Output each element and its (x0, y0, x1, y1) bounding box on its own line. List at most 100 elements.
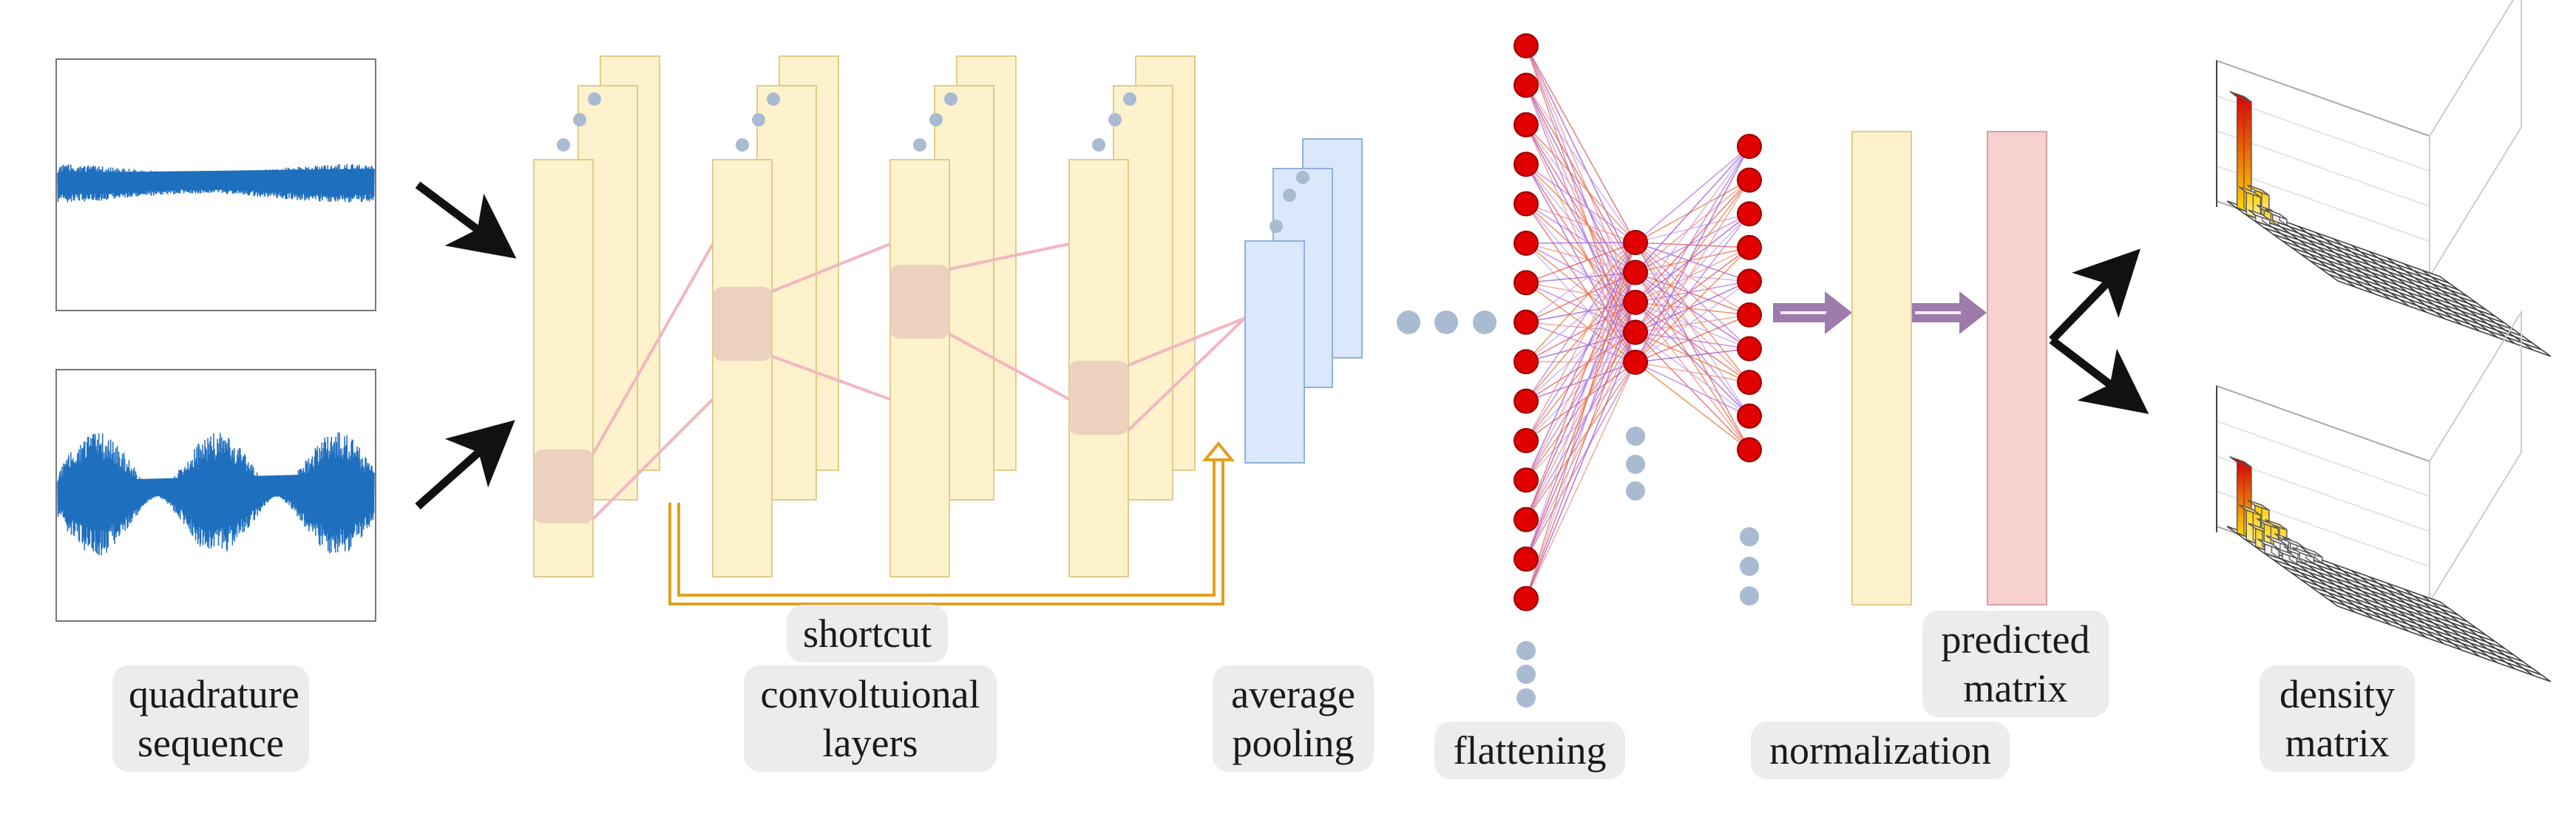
fc-edge (1525, 242, 1636, 599)
ellipsis-dots-icon (1516, 688, 1536, 708)
matrix-bar (2256, 518, 2279, 529)
ellipsis-dots-icon (588, 92, 601, 106)
fc-node (1514, 586, 1539, 611)
ellipsis-dots-icon (1516, 665, 1536, 684)
fc-edge (1525, 124, 1636, 363)
conv-kernel (1069, 361, 1128, 435)
fc-edge (1525, 85, 1636, 333)
fc-edge (1525, 163, 1636, 363)
fc-edge (1525, 322, 1636, 333)
fc-node (1514, 467, 1539, 493)
fc-edge (1525, 302, 1636, 560)
fc-edge (1525, 124, 1636, 333)
fc-edge (1525, 242, 1636, 441)
fc-edge (1635, 242, 1750, 316)
fc-node (1514, 33, 1539, 58)
fc-edge (1635, 242, 1750, 383)
fc-edge (1635, 247, 1750, 333)
density-matrix-plot-bottom (2216, 309, 2552, 682)
conv-feature-map (889, 159, 950, 577)
signal-plot-bottom (55, 369, 376, 622)
fc-edge (1635, 331, 1750, 350)
fc-node (1514, 270, 1539, 296)
arrow-icon (415, 181, 517, 259)
ellipsis-dots-icon (1397, 311, 1497, 334)
fc-edge (1525, 362, 1636, 599)
fc-node (1623, 350, 1648, 375)
fc-edge (1525, 331, 1636, 362)
grid-line (2216, 455, 2430, 532)
fc-edge (1635, 146, 1750, 333)
fc-edge (1525, 45, 1636, 243)
fc-edge (1525, 242, 1636, 284)
grid-line (2216, 95, 2430, 172)
ellipsis-dots-icon (1108, 113, 1122, 126)
fc-edge (1635, 362, 1750, 417)
ellipsis-dots-icon (1092, 138, 1105, 152)
ellipsis-dots-icon (1626, 481, 1645, 501)
fc-edge (1635, 280, 1750, 363)
fc-edge (1635, 242, 1750, 248)
fc-edge (1635, 146, 1750, 363)
fc-node (1514, 309, 1539, 335)
fc-edge (1525, 203, 1636, 333)
fc-edge (1525, 242, 1636, 560)
fc-edge (1635, 242, 1750, 350)
ellipsis-dots-icon (1296, 171, 1309, 184)
fc-edge (1525, 302, 1636, 520)
conv-kernel (713, 287, 772, 361)
ellipsis-dots-icon (557, 138, 570, 152)
fc-edge (1525, 332, 1636, 481)
arrow-icon (415, 420, 515, 510)
ellipsis-dots-icon (1740, 557, 1759, 576)
fc-edge (1525, 203, 1636, 243)
fc-edge (1525, 332, 1636, 560)
fc-node (1737, 403, 1762, 429)
matrix-bar (2300, 546, 2323, 558)
fc-edge (1525, 272, 1636, 560)
fc-node (1514, 428, 1539, 453)
fc-edge (1525, 242, 1636, 520)
fc-edge (1635, 271, 1750, 282)
fc-node (1737, 234, 1762, 260)
matrix-cell (2524, 342, 2552, 357)
fc-edge (1635, 331, 1750, 417)
fc-node (1514, 191, 1539, 217)
kernel-connector (592, 243, 714, 455)
fc-edge (1635, 180, 1750, 333)
kernel-connector (592, 398, 714, 520)
kernel-connector (949, 242, 1070, 271)
pool-map (1244, 240, 1305, 464)
fc-node (1623, 290, 1648, 315)
fc-edge (1635, 213, 1750, 243)
fc-node (1514, 112, 1539, 138)
matrix-bar (2229, 91, 2252, 103)
fc-edge (1635, 271, 1750, 383)
fc-edge (1525, 242, 1636, 274)
signal-trace (57, 164, 375, 203)
fc-node (1623, 260, 1648, 285)
fc-edge (1525, 242, 1636, 323)
density-matrix-plot-top (2216, 0, 2552, 357)
signal-trace (57, 432, 375, 556)
fc-edge (1635, 213, 1750, 333)
fc-edge (1635, 179, 1750, 274)
label-convolutional-layers: convoltuional layers (744, 665, 997, 772)
fc-node (1514, 349, 1539, 375)
fc-node (1737, 268, 1762, 294)
fc-node (1514, 388, 1539, 414)
fc-edge (1635, 271, 1750, 316)
conv-kernel (534, 450, 593, 523)
grid-line (2216, 165, 2430, 242)
conv-stack (889, 55, 1070, 577)
signal-plot-top (55, 58, 376, 311)
fc-edge (1525, 203, 1636, 303)
label-shortcut: shortcut (787, 605, 948, 662)
predicted-matrix-layer (1987, 131, 2047, 606)
fc-edge (1635, 213, 1750, 303)
fc-edge (1525, 362, 1636, 520)
ellipsis-dots-icon (929, 113, 943, 126)
fc-edge (1525, 163, 1636, 274)
fc-edge (1635, 247, 1750, 303)
fc-edge (1525, 242, 1636, 402)
